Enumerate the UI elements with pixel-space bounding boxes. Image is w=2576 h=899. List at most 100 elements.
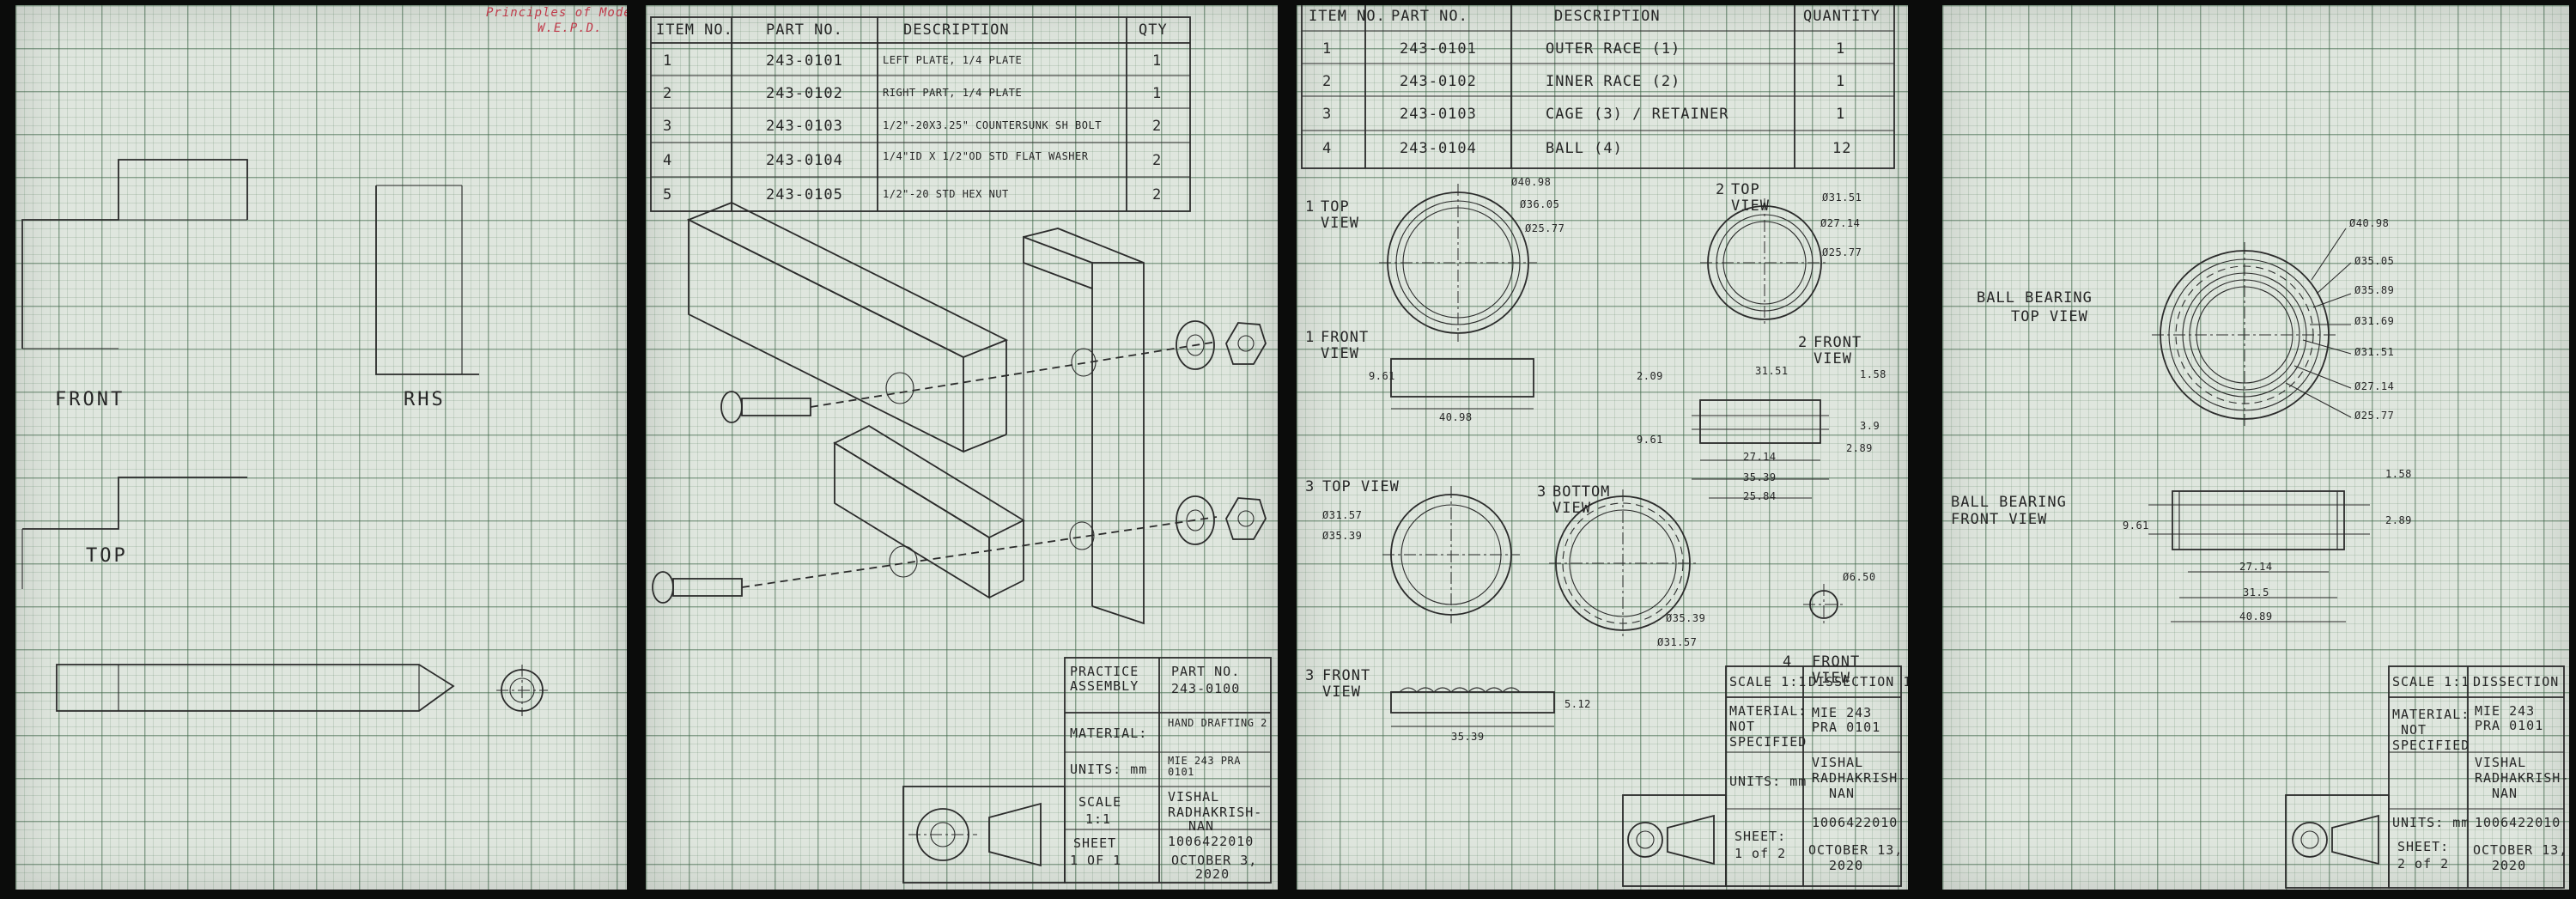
bom-cell: 243-0103 xyxy=(766,118,843,135)
upper-hex-nut xyxy=(1225,322,1267,365)
dimension: 3.9 xyxy=(1860,420,1880,432)
dimension: 27.14 xyxy=(2239,561,2273,573)
dimension: Ø31.57 xyxy=(1657,636,1698,648)
label-front-view: BALL BEARING xyxy=(1951,494,2067,511)
label-front: FRONT xyxy=(55,389,125,410)
dimension: 31.5 xyxy=(2243,586,2269,598)
bom-cell: 243-0103 xyxy=(1400,106,1477,123)
view-label: FRONT VIEW xyxy=(1321,329,1370,362)
bom-cell: 243-0105 xyxy=(766,186,843,203)
tb-date-2: 2020 xyxy=(2492,858,2527,873)
dimension: 31.51 xyxy=(1755,365,1789,377)
dimension: 1.58 xyxy=(2385,468,2412,480)
view-number: 3 xyxy=(1305,478,1315,495)
lower-washer xyxy=(1176,495,1215,545)
tb-material-value-1: NOT xyxy=(1729,719,1756,734)
dimension: Ø35.39 xyxy=(1322,530,1363,542)
label-top-view-sub: TOP VIEW xyxy=(2011,308,2088,325)
dimension: 35.39 xyxy=(1743,471,1777,483)
tb-author-1: VISHAL xyxy=(1812,755,1864,770)
dimension: Ø25.77 xyxy=(2354,410,2395,422)
bom-cell: OUTER RACE (1) xyxy=(1546,40,1681,58)
dimension: Ø31.51 xyxy=(1822,191,1862,203)
tb-units: UNITS: mm xyxy=(2392,815,2470,830)
dimension: Ø31.57 xyxy=(1322,509,1363,521)
bom-cell: 2 xyxy=(1322,73,1333,90)
dimension: Ø6.50 xyxy=(1843,571,1876,583)
tb-material: MIE 243 PRA 0101 xyxy=(1168,755,1241,779)
dimension: 2.89 xyxy=(1846,442,1873,454)
view-label: FRONT VIEW xyxy=(1812,653,1861,687)
tb-scale-label: SCALE xyxy=(1078,794,1122,810)
tb-author-1: VISHAL xyxy=(1168,789,1220,805)
dimension: 35.39 xyxy=(1451,731,1485,743)
view-number: 3 xyxy=(1537,483,1547,501)
tb-sheet: 2 of 2 xyxy=(2397,856,2450,872)
assembly-sketch xyxy=(650,16,1272,884)
title-block-frame xyxy=(2388,665,2565,889)
bom-cell: 4 xyxy=(663,152,673,169)
bom-cell: 1 xyxy=(1322,40,1333,58)
tb-part: MIE 243 PRA 0101 xyxy=(2475,703,2544,733)
tb-date-2: 2020 xyxy=(1829,858,1864,873)
dimension: Ø36.05 xyxy=(1520,198,1560,210)
cage-front-view xyxy=(1390,691,1555,714)
lower-bolt-head xyxy=(652,571,674,604)
tb-author-2: RADHAKRISH- xyxy=(1168,805,1263,820)
label-front-view-sub: FRONT VIEW xyxy=(1951,511,2048,528)
bom-cell: 1 xyxy=(1836,106,1846,123)
bom-cell: 4 xyxy=(1322,140,1333,157)
title-block-frame xyxy=(1064,657,1272,884)
bom-cell: LEFT PLATE, 1/4 PLATE xyxy=(883,54,1023,66)
dimension: 5.12 xyxy=(1564,698,1591,710)
tb-student-no: 1006422010 xyxy=(1812,815,1899,830)
tb-student-no: 1006422010 xyxy=(1168,834,1255,849)
tb-author-3: NAN xyxy=(2492,786,2518,801)
bom-cell: 1 xyxy=(663,52,673,70)
view-label: BOTTOM VIEW xyxy=(1552,483,1611,517)
tb-title: DISSECTION 1 xyxy=(1808,674,1908,689)
bom-cell: 3 xyxy=(1322,106,1333,123)
upper-bolt-head xyxy=(720,391,743,423)
bom-table-frame xyxy=(650,16,1191,212)
view-label: TOP VIEW xyxy=(1322,478,1400,495)
drawing-sheet-dissection-2: BALL BEARING TOP VIEW BALL BEARING FRONT… xyxy=(1942,5,2569,890)
tb-sheet-label: SHEET: xyxy=(2397,839,2450,854)
bom-cell: 243-0102 xyxy=(766,85,843,102)
dimension: 2.09 xyxy=(1637,370,1663,382)
tb-sheet: 1 OF 1 xyxy=(1070,853,1122,868)
tb-units: UNITS: mm xyxy=(1070,762,1148,777)
tb-date-1: OCTOBER 13, xyxy=(1808,842,1904,858)
bearing-parts-sketch xyxy=(1301,5,1902,887)
title-block-frame xyxy=(1725,665,1902,887)
dimension: Ø35.05 xyxy=(2354,255,2395,267)
dimension: 1.58 xyxy=(1860,368,1886,380)
course-note: Principles of Modelling xyxy=(486,6,627,20)
bom-header-desc: DESCRIPTION xyxy=(1554,8,1661,25)
bolt-side-view xyxy=(56,664,455,712)
dimension: Ø35.39 xyxy=(1666,612,1706,624)
tb-title: PRACTICE ASSEMBLY xyxy=(1070,664,1139,694)
bom-cell: RIGHT PART, 1/4 PLATE xyxy=(883,87,1023,99)
dimension: 9.61 xyxy=(2123,519,2149,532)
tb-material-label: MATERIAL: xyxy=(2392,707,2470,722)
right-plate xyxy=(1023,235,1093,290)
bom-cell: 5 xyxy=(663,186,673,203)
tb-material-label: MATERIAL: xyxy=(1070,726,1148,741)
bom-cell: 2 xyxy=(1152,152,1163,169)
label-rhs: RHS xyxy=(404,389,446,410)
bom-cell: 243-0101 xyxy=(766,52,843,70)
tb-sheet: 1 of 2 xyxy=(1735,846,1787,861)
outer-race-front-view xyxy=(1390,358,1534,398)
bom-header-qty: QTY xyxy=(1139,21,1168,39)
bearing-front-view xyxy=(2172,490,2345,550)
view-label: TOP VIEW xyxy=(1731,181,1770,215)
bom-cell: 1/2"-20 STD HEX NUT xyxy=(883,188,1009,200)
projection-symbol-box xyxy=(2285,794,2390,889)
tb-date-2: 2020 xyxy=(1195,866,1230,882)
bom-cell: 1 xyxy=(1836,40,1846,58)
bom-cell: 243-0102 xyxy=(1400,73,1477,90)
bom-cell: 1 xyxy=(1152,85,1163,102)
tb-author-2: RADHAKRISH- xyxy=(1812,770,1907,786)
tb-sheet-label: SHEET xyxy=(1073,835,1117,851)
